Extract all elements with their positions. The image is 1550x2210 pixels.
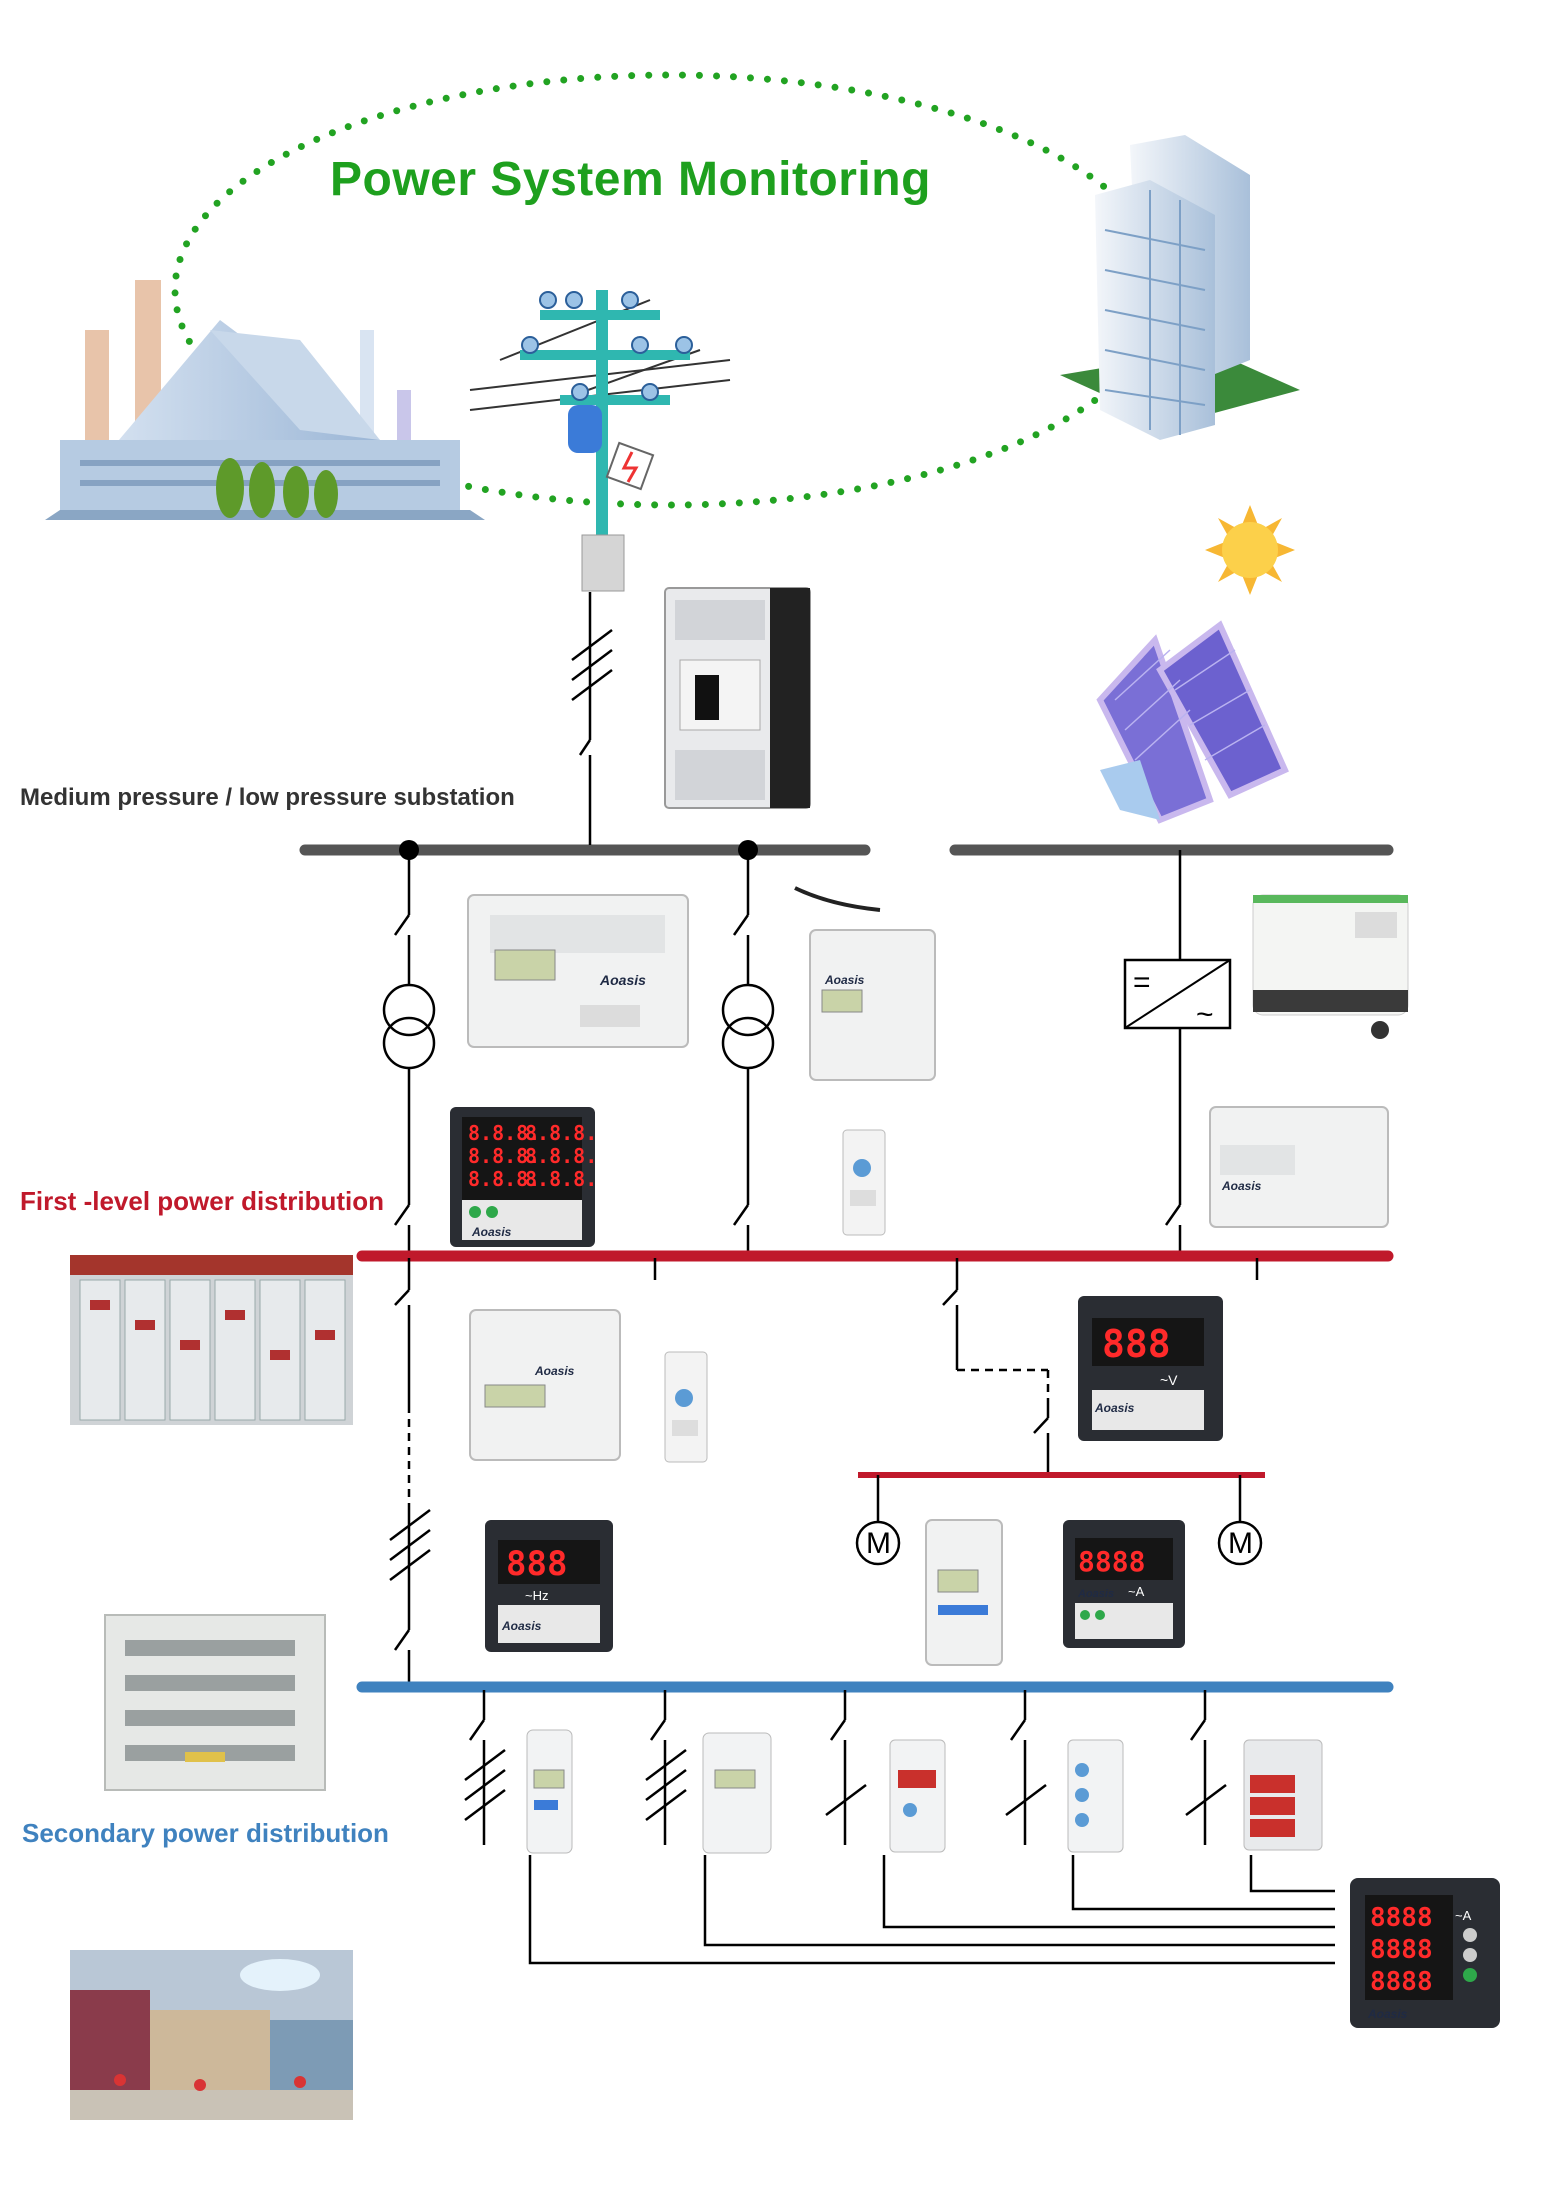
voltmeter-panel xyxy=(1078,1296,1223,1441)
office-building-icon xyxy=(1060,135,1300,440)
secondary-label: Secondary power distribution xyxy=(22,1818,389,1848)
sun-icon xyxy=(1205,505,1295,595)
din-meter-motor xyxy=(925,1519,1003,1666)
substation-bus xyxy=(299,840,1394,860)
brand-label-frequency: Aoasis xyxy=(501,1619,542,1633)
three-phase-unit: ~A xyxy=(1455,1908,1472,1923)
inverter-ac-symbol: ~ xyxy=(1196,998,1214,1031)
switchgear-photo xyxy=(70,1255,353,1425)
brand-label-voltmeter: Aoasis xyxy=(1094,1401,1135,1415)
ammeter-unit: ~A xyxy=(1128,1584,1145,1599)
solar-panel-icon xyxy=(1096,620,1289,824)
motor-right-symbol xyxy=(1217,1520,1263,1566)
brand-label-meter-4: Aoasis xyxy=(534,1364,575,1378)
inverter-dc-symbol: = xyxy=(1133,966,1151,999)
inverter-branch xyxy=(1123,850,1232,1258)
secondary-device-4 xyxy=(1067,1739,1124,1853)
voltmeter-digits: 888 xyxy=(1102,1322,1171,1366)
first-level-feeders xyxy=(389,1258,1259,1683)
frequency-unit: ~Hz xyxy=(525,1588,548,1603)
brand-label-three-phase: Aoasis xyxy=(1367,2007,1408,2021)
motor-left-label: M xyxy=(866,1527,891,1560)
secondary-feeders xyxy=(464,1690,1335,1965)
multifunction-display-row-6: 8.8.8. xyxy=(525,1167,597,1191)
din-energy-meter-solar xyxy=(1209,1106,1389,1228)
din-module-small-1 xyxy=(842,1129,886,1236)
utility-pole-icon xyxy=(469,290,731,592)
brand-label-multifunction: Aoasis xyxy=(471,1225,512,1239)
middle-transformer-branch xyxy=(721,850,775,1258)
multifunction-display-row-2: 8.8.8. xyxy=(468,1144,540,1168)
secondary-device-2 xyxy=(702,1732,772,1854)
shopping-mall-photo xyxy=(70,1950,353,2120)
left-transformer-branch xyxy=(382,850,436,1258)
substation-label: Medium pressure / low pressure substatio… xyxy=(20,784,515,811)
circuit-breaker-device xyxy=(664,587,811,809)
din-energy-meter-large xyxy=(467,894,689,1048)
three-phase-digits-3: 8888 xyxy=(1370,1967,1433,1997)
multifunction-display-row-1: 8.8.8. xyxy=(468,1121,540,1145)
ammeter-digits: 8888 xyxy=(1078,1545,1145,1578)
din-module-small-2 xyxy=(664,1351,708,1463)
distribution-board-photo xyxy=(104,1614,326,1791)
din-energy-meter-medium xyxy=(469,1309,621,1461)
three-phase-meter-panel xyxy=(1350,1878,1500,2028)
frequency-meter-panel xyxy=(485,1520,613,1652)
voltmeter-unit: ~V xyxy=(1160,1372,1178,1388)
din-energy-meter-wireless xyxy=(794,886,936,1081)
multifunction-panel-meter xyxy=(450,1107,595,1247)
three-phase-digits-1: 8888 xyxy=(1370,1903,1433,1933)
secondary-device-1 xyxy=(526,1729,573,1854)
diagram-title: Power System Monitoring xyxy=(330,153,931,206)
frequency-digits: 888 xyxy=(506,1544,567,1584)
brand-label-meter-3: Aoasis xyxy=(1221,1179,1262,1193)
motor-left-symbol xyxy=(855,1520,901,1566)
ammeter-panel xyxy=(1063,1520,1185,1648)
multifunction-display-row-3: 8.8.8. xyxy=(468,1167,540,1191)
first-level-label: First -level power distribution xyxy=(20,1186,385,1216)
factory-icon xyxy=(45,280,485,520)
brand-label-meter-2: Aoasis xyxy=(824,973,865,987)
three-phase-digits-2: 8888 xyxy=(1370,1935,1433,1965)
multifunction-display-row-4: 8.8.8. xyxy=(525,1121,597,1145)
brand-label-ammeter: Aoasis xyxy=(1077,1588,1114,1600)
motor-feeders xyxy=(855,1475,1263,1566)
motor-right-label: M xyxy=(1228,1527,1253,1560)
multifunction-display-row-5: 8.8.8. xyxy=(525,1144,597,1168)
incoming-feeder xyxy=(571,592,613,845)
secondary-device-5 xyxy=(1243,1739,1323,1851)
brand-label-meter-1: Aoasis xyxy=(599,972,646,988)
string-inverter-device xyxy=(1252,894,1409,1039)
secondary-device-3 xyxy=(889,1739,946,1853)
